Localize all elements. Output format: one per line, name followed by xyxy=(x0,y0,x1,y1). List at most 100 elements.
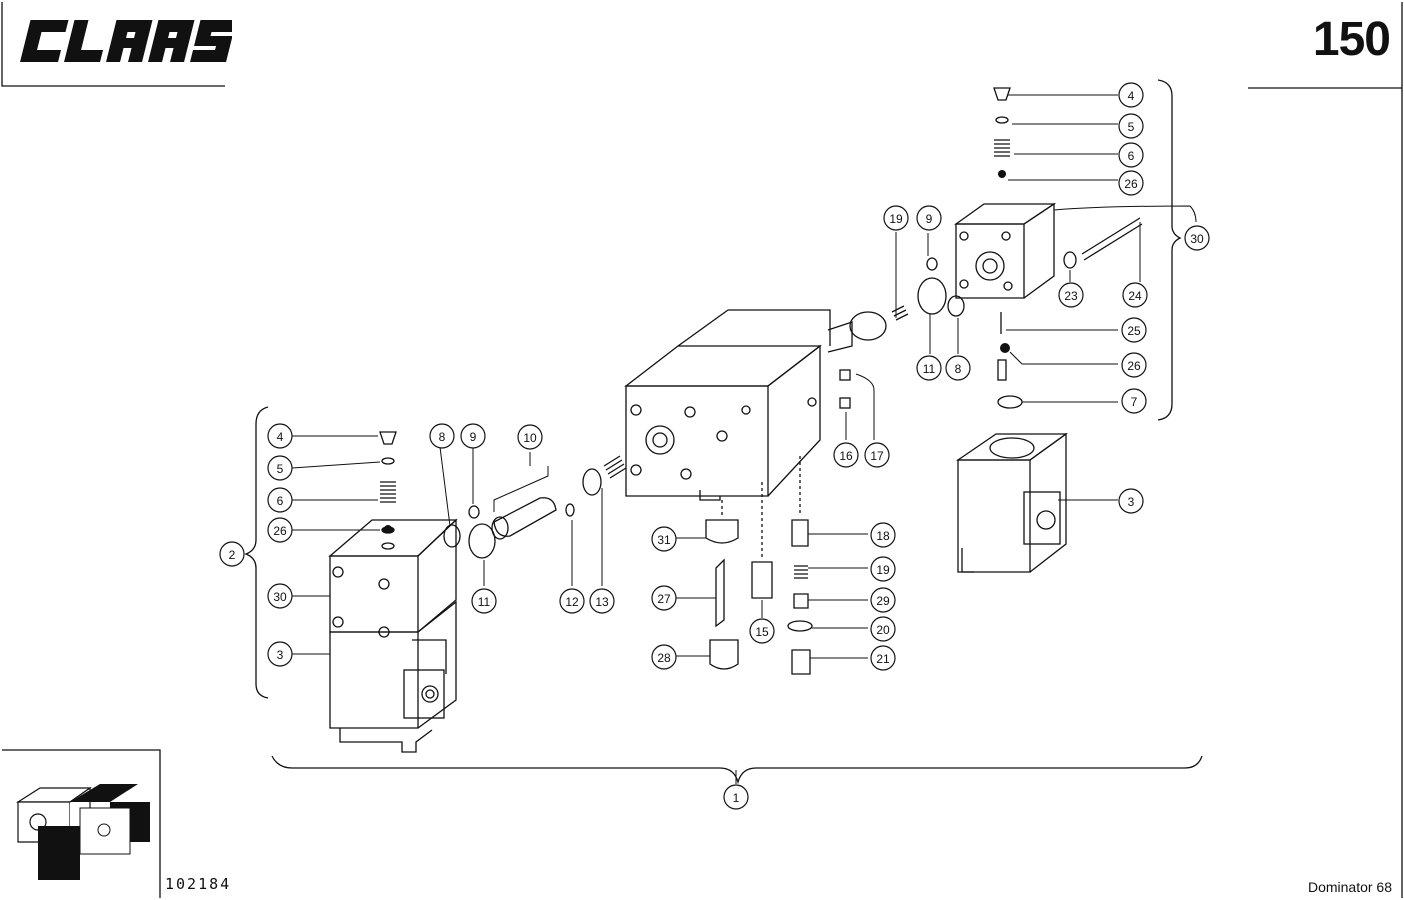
callout-bubble-29 xyxy=(870,587,896,613)
callout-label-11: 11 xyxy=(923,362,936,376)
callout-label-17: 17 xyxy=(870,449,884,463)
callout-label-12: 12 xyxy=(565,595,579,609)
callout-label-31: 31 xyxy=(657,533,671,547)
oring-11-right xyxy=(917,277,947,315)
thumbnail-frame xyxy=(2,749,161,898)
callout-label-8: 8 xyxy=(955,362,962,376)
callout-bubble-3 xyxy=(267,641,293,667)
callout-bubble-2 xyxy=(219,541,245,567)
assembly-thumbnail xyxy=(15,784,150,880)
callout-bubble-11 xyxy=(471,588,497,614)
callout-bubble-20 xyxy=(870,616,896,642)
callout-label-6: 6 xyxy=(1128,149,1135,163)
callout-label-9: 9 xyxy=(470,430,477,444)
oring-8-left xyxy=(443,524,461,548)
callout-bubble-10 xyxy=(517,424,543,450)
callout-label-5: 5 xyxy=(1128,120,1135,134)
callout-label-9: 9 xyxy=(926,212,933,226)
callout-bubble-19 xyxy=(870,556,896,582)
callout-label-26: 26 xyxy=(1124,177,1138,191)
callout-bubble-9 xyxy=(460,423,486,449)
callout-bubble-8 xyxy=(429,423,455,449)
callout-bubble-17 xyxy=(864,442,890,468)
cap-17 xyxy=(849,311,887,341)
left-valve-assembly xyxy=(328,518,458,753)
callout-label-2: 2 xyxy=(229,548,236,562)
callout-label-23: 23 xyxy=(1064,289,1078,303)
claas-logo xyxy=(14,14,237,68)
callout-label-5: 5 xyxy=(277,462,284,476)
right-spring-6 xyxy=(994,139,1010,157)
callout-label-6: 6 xyxy=(277,494,284,508)
washer-20 xyxy=(787,620,813,632)
stud-27 xyxy=(715,558,725,628)
callout-bubble-5 xyxy=(267,455,293,481)
callout-bubble-21 xyxy=(870,645,896,671)
bolt-24 xyxy=(1081,217,1143,261)
upper-right-cover xyxy=(953,202,1057,299)
callout-label-27: 27 xyxy=(657,592,671,606)
callout-bubble-16 xyxy=(833,442,859,468)
callout-bubble-18 xyxy=(870,522,896,548)
spring-19-bottom xyxy=(794,565,808,579)
callout-label-19: 19 xyxy=(889,212,903,226)
sleeve-right xyxy=(997,359,1007,381)
right-seal-5 xyxy=(995,116,1009,124)
callout-bubble-25 xyxy=(1121,317,1147,343)
left-spring-6 xyxy=(380,481,396,503)
washer-23 xyxy=(1063,251,1077,269)
right-solenoid xyxy=(955,432,1069,573)
callout-bubble-6 xyxy=(267,487,293,513)
callout-bubble-9 xyxy=(916,205,942,231)
claas-logo-artwork xyxy=(20,20,237,62)
callout-label-25: 25 xyxy=(1127,324,1141,338)
callout-label-28: 28 xyxy=(657,651,671,665)
callout-bubble-26 xyxy=(1121,352,1147,378)
valve-cartridge-10 xyxy=(493,497,557,537)
right-plug-4 xyxy=(993,87,1011,101)
callout-bubble-4 xyxy=(267,423,293,449)
machine-model: Dominator 68 xyxy=(1307,879,1392,895)
assembly-brace-30 xyxy=(1157,79,1182,421)
oring-8-right xyxy=(947,295,965,317)
left-seal-5 xyxy=(381,457,395,465)
page-number: 150 xyxy=(1312,13,1391,66)
callout-bubble-1 xyxy=(723,784,749,810)
oring-9-right xyxy=(926,257,938,271)
main-valve-block xyxy=(624,309,853,501)
callout-label-30: 30 xyxy=(273,590,287,604)
callout-bubble-4 xyxy=(1118,82,1144,108)
callout-label-15: 15 xyxy=(755,625,769,639)
callout-bubble-26 xyxy=(1118,170,1144,196)
callout-bubble-11 xyxy=(916,355,942,381)
callout-bubble-5 xyxy=(1118,113,1144,139)
callout-label-26: 26 xyxy=(1127,359,1141,373)
callout-bubble-30 xyxy=(267,583,293,609)
callout-bubble-24 xyxy=(1122,282,1148,308)
fitting-31 xyxy=(705,519,739,544)
callout-bubble-27 xyxy=(651,585,677,611)
callout-label-29: 29 xyxy=(876,594,890,608)
callout-bubble-3 xyxy=(1118,488,1144,514)
callout-bubble-19 xyxy=(883,205,909,231)
callout-label-11: 11 xyxy=(478,595,491,609)
cap-29 xyxy=(793,593,809,609)
callout-label-4: 4 xyxy=(277,430,284,444)
callout-label-13: 13 xyxy=(595,595,609,609)
oring-9-left xyxy=(468,505,480,519)
assembly-brace-2 xyxy=(244,406,269,699)
callout-bubble-15 xyxy=(749,618,775,644)
callout-label-3: 3 xyxy=(277,648,284,662)
callout-label-24: 24 xyxy=(1128,289,1142,303)
callout-label-18: 18 xyxy=(876,529,890,543)
plug-28 xyxy=(709,639,739,670)
spring-13 xyxy=(603,455,627,479)
callout-bubble-8 xyxy=(945,355,971,381)
callout-bubble-6 xyxy=(1118,142,1144,168)
callout-label-10: 10 xyxy=(523,431,537,445)
callout-label-8: 8 xyxy=(439,430,446,444)
callout-bubble-23 xyxy=(1058,282,1084,308)
